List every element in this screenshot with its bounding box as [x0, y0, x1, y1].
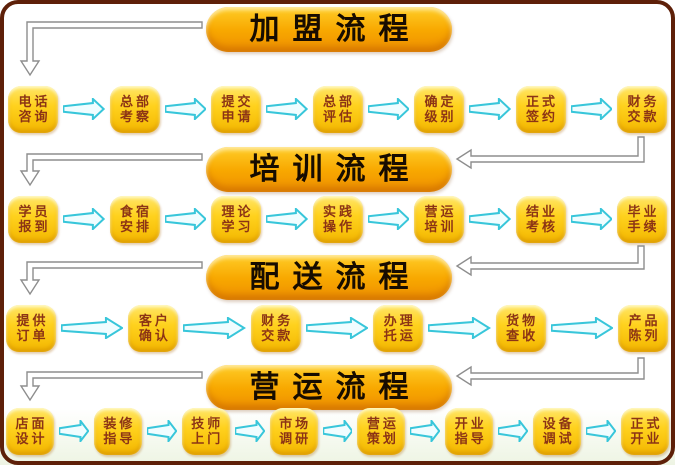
step-box: 财务交款: [250, 304, 301, 352]
flow-arrow-icon: [306, 317, 368, 339]
flow-arrow-icon: [323, 420, 353, 442]
flow-arrow-icon: [266, 98, 308, 120]
flow-arrow-icon: [235, 420, 265, 442]
step-box: 结业考核: [515, 195, 566, 243]
flow-arrow-icon: [147, 420, 177, 442]
step-box: 实践操作: [312, 195, 363, 243]
banner-title: 配送流程: [249, 261, 422, 294]
step-box: 理论学习: [211, 195, 261, 243]
section-training: 培训流程 学员报到 食宿安排 理论学习 实践操作 营运培训 结业考核 毕业手续: [0, 145, 675, 255]
flow-arrow-icon: [410, 420, 440, 442]
section-delivery: 配送流程 提供订单 客户确认 财务交款 办理托运 货物查收 产品陈列: [0, 255, 675, 360]
flow-arrow-icon: [59, 420, 89, 442]
step-box: 货物查收: [495, 304, 546, 352]
flow-arrow-icon: [165, 98, 207, 120]
flow-arrow-icon: [368, 208, 410, 230]
step-box: 办理托运: [373, 304, 424, 352]
banner-training: 培训流程: [206, 147, 452, 192]
step-box: 产品陈列: [618, 304, 669, 352]
step-box: 设备调试: [533, 407, 582, 455]
banner-operation: 营运流程: [206, 365, 452, 410]
step-box: 正式签约: [515, 85, 566, 133]
flow-arrow-icon: [63, 208, 105, 230]
steps-row-delivery: 提供订单 客户确认 财务交款 办理托运 货物查收 产品陈列: [6, 304, 669, 352]
flow-arrow-icon: [428, 317, 490, 339]
step-box: 营运培训: [414, 195, 464, 243]
step-box: 食宿安排: [109, 195, 160, 243]
step-box: 提交申请: [211, 85, 261, 133]
steps-row-operation: 店面设计 装修指导 技师上门 市场调研 营运策划 开业指导 设备调试 正式开业: [6, 407, 670, 455]
flow-arrow-icon: [61, 317, 123, 339]
flow-arrow-icon: [586, 420, 616, 442]
flow-arrow-icon: [63, 98, 105, 120]
flow-arrow-icon: [183, 317, 245, 339]
step-box: 装修指导: [93, 407, 142, 455]
banner-title: 培训流程: [249, 153, 422, 186]
section-franchise: 加盟流程 电话咨询 总部考察 提交申请 总部评估 确定级别 正式签约 财务交款: [0, 0, 675, 145]
banner-delivery: 配送流程: [206, 255, 452, 300]
flow-arrow-icon: [571, 98, 613, 120]
section-operation: 营运流程 店面设计 装修指导 技师上门 市场调研 营运策划 开业指导 设备调试 …: [0, 360, 675, 465]
step-box: 总部评估: [312, 85, 363, 133]
steps-row-training: 学员报到 食宿安排 理论学习 实践操作 营运培训 结业考核 毕业手续: [8, 195, 667, 243]
flow-arrow-icon: [469, 98, 511, 120]
flow-arrow-icon: [165, 208, 207, 230]
step-box: 开业指导: [445, 407, 494, 455]
step-box: 技师上门: [181, 407, 230, 455]
step-box: 总部考察: [109, 85, 160, 133]
flow-arrow-icon: [469, 208, 511, 230]
step-box: 财务交款: [617, 85, 667, 133]
steps-row-franchise: 电话咨询 总部考察 提交申请 总部评估 确定级别 正式签约 财务交款: [8, 85, 667, 133]
flow-arrow-icon: [368, 98, 410, 120]
banner-title: 加盟流程: [249, 13, 422, 46]
step-box: 电话咨询: [8, 85, 58, 133]
flow-arrow-icon: [498, 420, 528, 442]
flow-arrow-icon: [571, 208, 613, 230]
step-box: 提供订单: [6, 304, 56, 352]
step-box: 营运策划: [357, 407, 406, 455]
step-box: 市场调研: [269, 407, 318, 455]
step-box: 确定级别: [414, 85, 464, 133]
flow-arrow-icon: [551, 317, 613, 339]
step-box: 学员报到: [8, 195, 58, 243]
step-box: 客户确认: [128, 304, 179, 352]
step-box: 店面设计: [6, 407, 54, 455]
step-box: 正式开业: [621, 407, 670, 455]
step-box: 毕业手续: [617, 195, 667, 243]
banner-title: 营运流程: [249, 371, 422, 404]
flow-arrow-icon: [266, 208, 308, 230]
banner-franchise: 加盟流程: [206, 7, 452, 52]
